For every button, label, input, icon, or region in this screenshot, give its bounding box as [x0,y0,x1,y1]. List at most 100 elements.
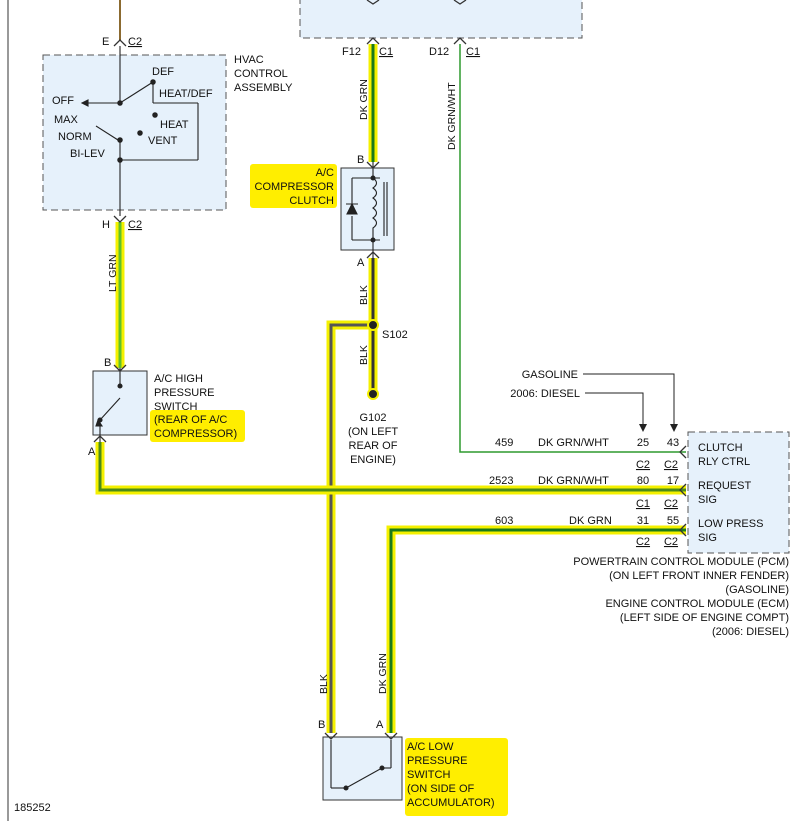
clutch-pin-b: B [357,154,364,166]
mode-def: DEF [152,66,174,78]
g102-ground [367,388,379,400]
conn-gas: C2 [664,498,678,510]
lp-loc-2: ACCUMULATOR) [407,797,495,809]
circuit-color: DK GRN [569,515,612,527]
caption-line: (GASOLINE) [725,584,789,596]
circuit-number: 459 [495,437,513,449]
hp-loc-1: (REAR OF A/C [154,414,227,426]
diesel-leader [585,392,644,426]
circuit-number: 2523 [489,475,513,487]
function-2: RLY CTRL [698,456,750,468]
hvac-switch [80,46,199,216]
clutch-pin-a: A [357,257,365,269]
hvac-module-box [42,54,227,211]
lp-loc-1: (ON SIDE OF [407,783,475,795]
conn-gas: C2 [664,536,678,548]
g102-label: G102 [360,412,387,424]
lp-label-2: PRESSURE [407,755,468,767]
wire-label-lt-grn: LT GRN [107,254,119,292]
figure-id: 185252 [14,802,51,814]
wire-459 [459,44,686,453]
gasoline-leader [583,373,675,426]
wire-blk-lp [329,323,373,733]
hp-loc-2: COMPRESSOR) [154,428,237,440]
conn-diesel: C2 [636,536,650,548]
pcm-row-603: 603 DK GRN 31 55 C2 C2 LOW PRESS SIG [495,515,763,548]
pin-gas: 55 [667,515,679,527]
wire-label-dk-grn-lp: DK GRN [377,653,389,694]
d12-connector [453,37,467,45]
pcm-module-box [687,431,790,554]
hvac-bottom-conn: C2 [128,219,142,231]
f12-connector [366,37,380,45]
mode-off: OFF [52,95,74,107]
mode-heat-def: HEAT/DEF [159,88,213,100]
wire-label-dk-grn-clutch: DK GRN [358,79,370,120]
top-module-box [299,0,583,39]
lp-pin-a: A [376,719,384,731]
conn-gas: C2 [664,459,678,471]
s102-label: S102 [382,329,408,341]
clutch-label-1: A/C [316,167,334,179]
wire-label-dk-grn-wht: DK GRN/WHT [446,82,458,150]
hp-pin-a: A [88,446,96,458]
hvac-top-pin: E [102,36,109,48]
pcm-caption: POWERTRAIN CONTROL MODULE (PCM) (ON LEFT… [573,556,789,638]
caption-line: POWERTRAIN CONTROL MODULE (PCM) [573,556,789,568]
hvac-bottom-pin: H [102,219,110,231]
hvac-top-conn: C2 [128,36,142,48]
pcm-row-2523: 2523 DK GRN/WHT 80 17 C1 C2 REQUEST SIG [489,475,751,510]
pin-diesel: 31 [637,515,649,527]
caption-line: (LEFT SIDE OF ENGINE COMPT) [620,612,789,624]
s102-splice [367,319,379,331]
lp-pin-b: B [318,719,325,731]
pin-gas: 17 [667,475,679,487]
wire-label-blk-lp: BLK [318,674,330,694]
hp-label-1: A/C HIGH [154,373,203,385]
function-1: REQUEST [698,480,751,492]
f12-pin: F12 [342,46,361,58]
pin-diesel: 80 [637,475,649,487]
g102-loc-2: REAR OF [349,440,398,452]
caption-line: ENGINE CONTROL MODULE (ECM) [605,598,789,610]
hvac-title-line3: ASSEMBLY [234,82,293,94]
wire-2523 [98,442,686,492]
g102-loc-3: ENGINE) [350,454,396,466]
function-2: SIG [698,494,717,506]
circuit-color: DK GRN/WHT [538,475,609,487]
g102-loc-1: (ON LEFT [348,426,398,438]
caption-line: (2006: DIESEL) [712,626,789,638]
function-1: LOW PRESS [698,518,763,530]
variant-diesel: 2006: DIESEL [510,388,580,400]
hp-switch-internals [95,368,123,442]
hp-label-2: PRESSURE [154,387,215,399]
lp-switch-internals [330,740,392,791]
conn-diesel: C2 [636,459,650,471]
hp-pin-b: B [104,357,111,369]
clutch-label-3: CLUTCH [289,195,334,207]
caption-line: (ON LEFT FRONT INNER FENDER) [609,570,789,582]
function-2: SIG [698,532,717,544]
variant-gasoline: GASOLINE [522,369,578,381]
hvac-bottom-connector [113,215,127,223]
clutch-internals [346,162,388,258]
lp-label-1: A/C LOW [407,741,454,753]
conn-diesel: C1 [636,498,650,510]
hvac-title-line1: HVAC [234,54,264,66]
circuit-number: 603 [495,515,513,527]
hvac-top-connector [113,39,127,47]
d12-pin: D12 [429,46,449,58]
mode-heat: HEAT [160,119,189,131]
clutch-label-2: COMPRESSOR [255,181,335,193]
pin-diesel: 25 [637,437,649,449]
wire-label-blk-splice: BLK [358,345,370,365]
wire-603 [389,528,686,733]
mode-norm: NORM [58,131,92,143]
mode-vent: VENT [148,135,178,147]
f12-conn: C1 [379,46,393,58]
hp-label-3: SWITCH [154,401,197,413]
pcm-row-459: 459 DK GRN/WHT 25 43 C2 C2 CLUTCH RLY CT… [495,437,750,471]
function-1: CLUTCH [698,442,743,454]
hvac-title: HVAC CONTROL ASSEMBLY [234,54,293,94]
